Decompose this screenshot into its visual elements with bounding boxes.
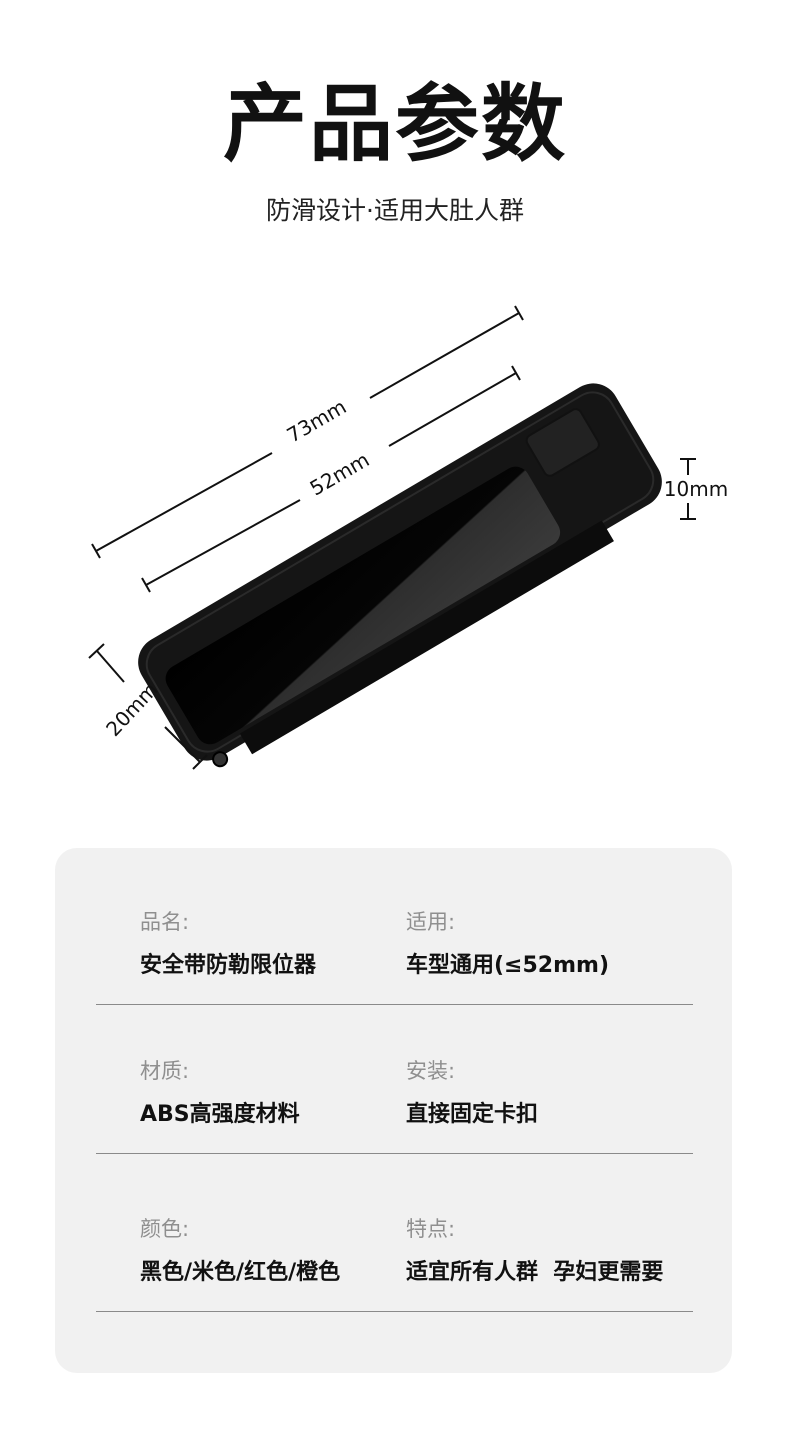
dimension-label-10mm: 10mm: [664, 477, 728, 501]
page-title: 产品参数: [222, 75, 567, 173]
dimension-label-52mm: 52mm: [306, 447, 374, 500]
dimension-20mm: [88, 643, 208, 770]
spec-panel: 品名: 安全带防勒限位器 适用: 车型通用(≤52mm) 材质: ABS高强度材…: [55, 848, 732, 1373]
spec-row-2: 材质: ABS高强度材料 安装: 直接固定卡扣: [96, 997, 693, 1154]
page-subtitle: 防滑设计·适用大肚人群: [266, 196, 524, 225]
spec-value: 适宜所有人群 孕妇更需要: [406, 1260, 664, 1285]
spec-label: 颜色:: [140, 1217, 190, 1241]
spec-value: 黑色/米色/红色/橙色: [140, 1260, 341, 1285]
dimension-label-73mm: 73mm: [283, 394, 351, 447]
dimension-10mm: [680, 458, 696, 520]
spec-label: 安装:: [406, 1059, 456, 1083]
clip-hole: [212, 751, 229, 768]
divider: [96, 1153, 693, 1154]
dimension-73mm: [91, 305, 524, 559]
clip-underside: [239, 520, 614, 755]
spec-label: 特点:: [406, 1217, 456, 1241]
spec-row-1: 品名: 安全带防勒限位器 适用: 车型通用(≤52mm): [96, 848, 693, 1005]
product-image: [138, 383, 662, 768]
spec-value: 车型通用(≤52mm): [406, 953, 610, 978]
clip-glossy-panel: [165, 466, 561, 745]
product-figure: 73mm 52mm 10mm 20mm: [0, 290, 790, 790]
spec-value: 安全带防勒限位器: [140, 953, 317, 978]
dimension-label-20mm: 20mm: [101, 677, 162, 740]
spec-label: 品名:: [140, 910, 190, 934]
clip-buckle: [525, 408, 600, 477]
spec-label: 材质:: [140, 1059, 190, 1083]
spec-value: 直接固定卡扣: [406, 1102, 539, 1127]
spec-label: 适用:: [406, 910, 456, 934]
spec-value: ABS高强度材料: [140, 1102, 300, 1127]
spec-row-3: 颜色: 黑色/米色/红色/橙色 特点: 适宜所有人群 孕妇更需要: [96, 1155, 693, 1312]
product-dimension-drawing: 73mm 52mm 10mm 20mm: [88, 305, 728, 770]
divider: [96, 1004, 693, 1005]
dimension-52mm: [141, 365, 521, 593]
divider: [96, 1311, 693, 1312]
